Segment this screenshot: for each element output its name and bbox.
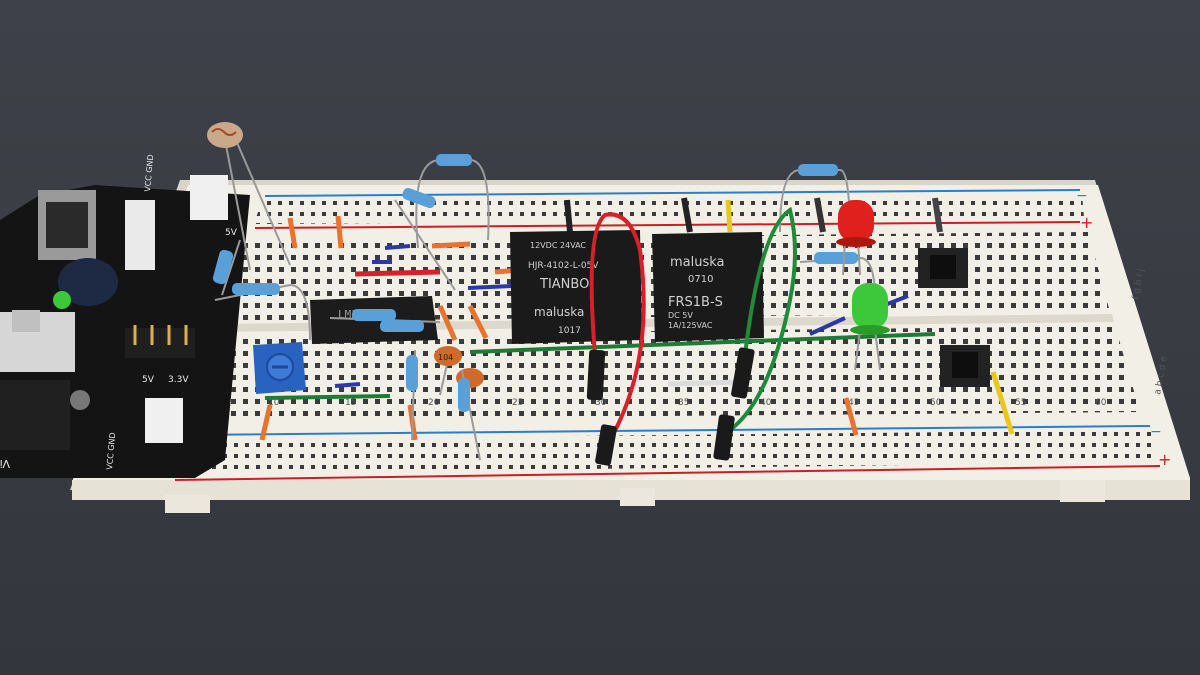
col-number: 40	[760, 398, 772, 408]
resistors	[212, 154, 876, 461]
resistor	[212, 239, 241, 296]
rail-plus-top: +	[1080, 213, 1093, 232]
label-3v3: 3.3V	[168, 375, 189, 385]
rail-minus-top: −	[1076, 188, 1088, 204]
electrolytic-capacitor	[58, 258, 118, 306]
relay-2-code: 0710	[688, 274, 713, 285]
push-button-2[interactable]	[940, 345, 990, 387]
trimmer-potentiometer[interactable]	[253, 342, 306, 394]
resistor	[329, 309, 441, 332]
green-led	[850, 283, 890, 371]
relay-2-rating: 1A/125VAC	[668, 321, 713, 330]
photoresistor	[207, 122, 291, 271]
rail-plus-bottom: +	[1158, 450, 1171, 469]
dc-jack	[0, 380, 70, 450]
rail-minus-bottom: −	[1150, 424, 1162, 440]
label-5v: 5V	[142, 375, 155, 385]
resistor	[406, 349, 418, 441]
relay-2-brand: maluska	[670, 255, 725, 270]
long-jumpers	[586, 206, 797, 466]
col-number: 35	[678, 398, 689, 408]
module-power-led	[53, 291, 71, 309]
col-number: 45	[848, 398, 859, 408]
col-number: 55	[1015, 398, 1026, 408]
relay-1-rating: 12VDC 24VAC	[530, 241, 586, 250]
relay-1-brand-line: TIANBO	[539, 277, 589, 292]
relay-1-code: 1017	[558, 326, 581, 336]
power-supply-module: VCC GND 5V 5V 3.3V VCC GND Vin<12V	[0, 154, 250, 478]
red-led	[836, 200, 876, 276]
col-number: 25	[512, 398, 523, 408]
col-number: 60	[1095, 398, 1107, 408]
relay-1: 12VDC 24VAC HJR-4102-L-05V TIANBO malusk…	[510, 230, 642, 344]
vcc-gnd-label-top: VCC GND	[143, 154, 155, 192]
col-number: 15	[345, 398, 356, 408]
bottom-header-connector	[145, 398, 183, 443]
vcc-gnd-label-bottom: VCC GND	[105, 432, 117, 470]
relay-1-model: HJR-4102-L-05V	[528, 261, 599, 271]
resistor	[394, 187, 456, 291]
col-number: 30	[595, 398, 607, 408]
relay-2-voltage: DC 5V	[668, 311, 693, 320]
short-jumpers	[259, 197, 1015, 441]
resistor	[458, 369, 481, 461]
col-number: 10	[268, 398, 280, 408]
col-number: 50	[930, 398, 942, 408]
lower-terminal-strip	[190, 326, 1140, 420]
push-button-1[interactable]	[918, 248, 968, 288]
top-power-rail	[254, 189, 1084, 229]
top-header-connector	[190, 175, 228, 220]
vin-label: Vin<12V	[0, 457, 10, 470]
resistor	[214, 283, 311, 341]
relay-1-brand: maluska	[534, 305, 584, 319]
bottom-power-rail	[174, 425, 1161, 481]
col-number: 20	[428, 398, 440, 408]
label-5v-top: 5V	[225, 228, 238, 238]
capacitor-marking: 104	[438, 353, 453, 362]
relay-2: maluska 0710 FRS1B-S DC 5V 1A/125VAC	[652, 232, 764, 342]
relay-2-model: FRS1B-S	[668, 295, 723, 310]
